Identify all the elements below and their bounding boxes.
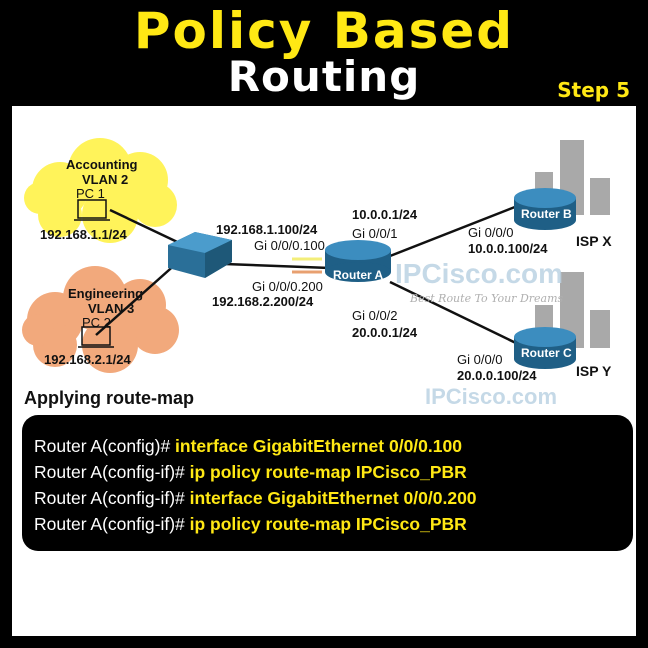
isp-x-label: ISP X [576, 233, 612, 249]
sub200-ip: 192.168.2.200/24 [212, 294, 314, 309]
links [95, 203, 521, 347]
accounting-label: Accounting [66, 157, 138, 172]
accounting-cloud [24, 138, 177, 243]
title-line2: Routing [227, 52, 421, 101]
prompt: Router A(config)# [34, 436, 176, 456]
router-b-ip: 10.0.0.100/24 [468, 241, 548, 256]
router-b-label: Router B [521, 207, 572, 221]
router-c-icon [514, 327, 576, 369]
router-a-icon [325, 240, 391, 282]
terminal-box: Router A(config)# interface GigabitEther… [22, 415, 633, 551]
title-line1: Policy Based [133, 2, 515, 60]
router-a-if2: Gi 0/0/2 [352, 308, 398, 323]
isp-y-label: ISP Y [576, 363, 612, 379]
pc2-laptop-icon [78, 326, 114, 348]
pc1-label: PC 1 [76, 186, 105, 201]
engineering-label: Engineering [68, 286, 144, 301]
router-a-ip1: 10.0.0.1/24 [352, 207, 418, 222]
pc1-laptop-icon [74, 199, 110, 221]
watermark-slogan: Best Route To Your Dreams [410, 292, 564, 305]
command: interface GigabitEthernet 0/0/0.100 [175, 436, 462, 456]
router-c-ip: 20.0.0.100/24 [457, 368, 537, 383]
accounting-vlan: VLAN 2 [82, 172, 129, 187]
command: ip policy route-map IPCisco_PBR [189, 462, 467, 482]
pc2-ip: 192.168.2.1/24 [44, 352, 131, 367]
engineering-vlan: VLAN 3 [88, 301, 135, 316]
router-c-if: Gi 0/0/0 [457, 352, 503, 367]
router-a-ip2: 20.0.0.1/24 [352, 325, 418, 340]
sub200-if: Gi 0/0/0.200 [252, 279, 323, 294]
prompt: Router A(config-if)# [34, 462, 190, 482]
prompt: Router A(config-if)# [34, 514, 190, 534]
router-a-if1: Gi 0/0/1 [352, 226, 398, 241]
terminal-line: Router A(config)# interface GigabitEther… [34, 433, 633, 459]
command: ip policy route-map IPCisco_PBR [189, 514, 467, 534]
prompt: Router A(config-if)# [34, 488, 190, 508]
switch-icon [168, 232, 232, 278]
step-label: Step 5 [557, 78, 630, 102]
terminal-line: Router A(config-if)# interface GigabitEt… [34, 485, 633, 511]
terminal-line: Router A(config-if)# ip policy route-map… [34, 511, 633, 537]
router-b-icon [514, 188, 576, 230]
section-title: Applying route-map [24, 388, 194, 408]
sub100-if: Gi 0/0/0.100 [254, 238, 325, 253]
sub100-ip: 192.168.1.100/24 [216, 222, 318, 237]
pc2-label: PC 2 [82, 315, 111, 330]
watermark-brand-2: IPCisco.com [425, 384, 558, 409]
router-a-label: Router A [333, 268, 384, 282]
pc1-ip: 192.168.1.1/24 [40, 227, 127, 242]
watermark-brand: IPCisco.com [395, 258, 564, 289]
terminal-line: Router A(config-if)# ip policy route-map… [34, 459, 633, 485]
router-c-label: Router C [521, 346, 572, 360]
router-b-if: Gi 0/0/0 [468, 225, 514, 240]
command: interface GigabitEthernet 0/0/0.200 [189, 488, 477, 508]
